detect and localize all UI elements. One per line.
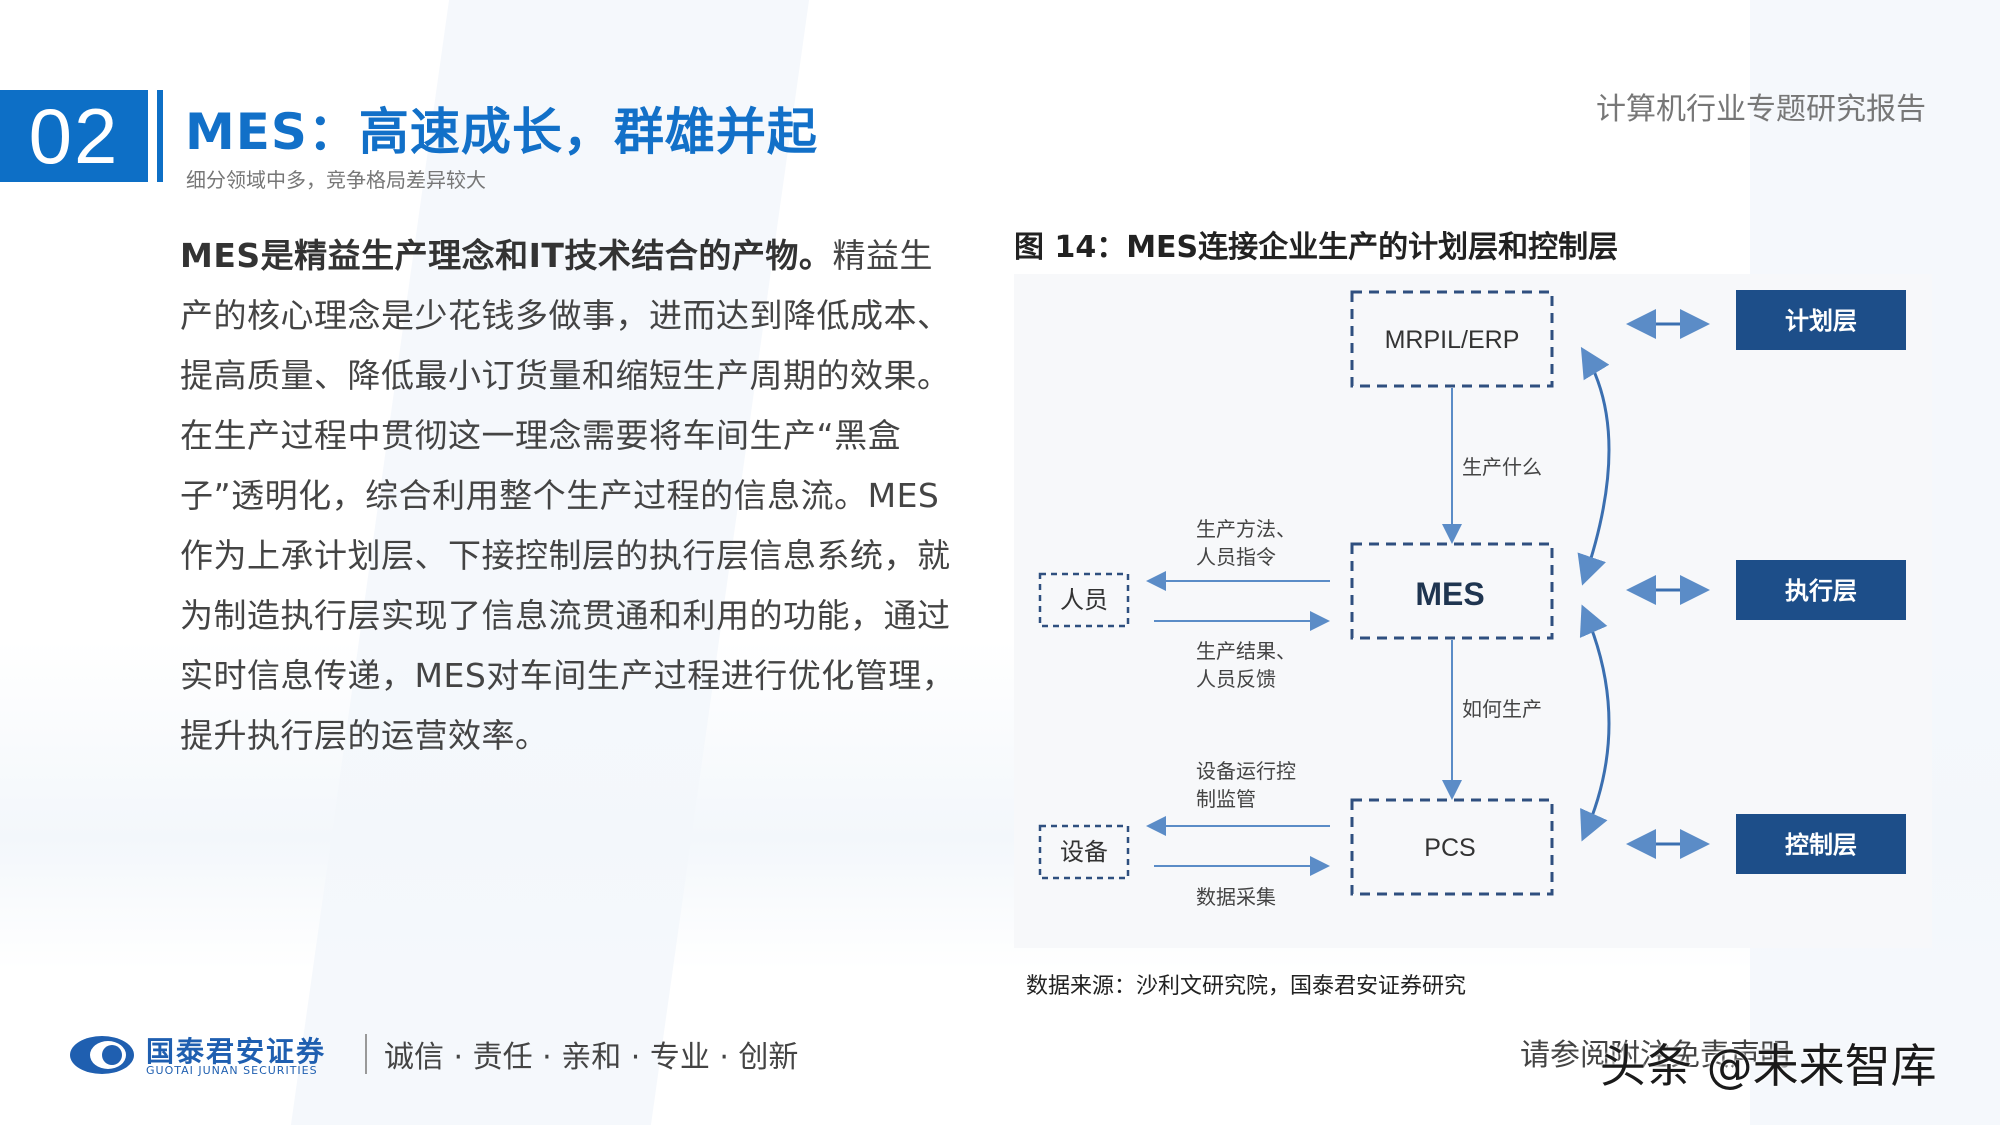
result-label-2: 人员反馈 bbox=[1196, 667, 1276, 691]
plan-layer-label: 计划层 bbox=[1785, 307, 1857, 335]
mes-box bbox=[1350, 542, 1554, 640]
body-paragraph: MES是精益生产理念和IT技术结合的产物。精益生产的核心理念是少花钱多做事，进而… bbox=[180, 226, 960, 766]
method-label-1: 生产方法、 bbox=[1196, 517, 1296, 541]
figure-title: 图 14：MES连接企业生产的计划层和控制层 bbox=[1014, 230, 1619, 265]
execute-layer-label: 执行层 bbox=[1785, 577, 1857, 605]
result-label-1: 生产结果、 bbox=[1196, 639, 1296, 663]
report-name: 计算机行业专题研究报告 bbox=[1596, 92, 1926, 127]
watermark: 头条 @未来智库 bbox=[1600, 1039, 1937, 1093]
section-divider bbox=[157, 90, 163, 182]
people-label: 人员 bbox=[1060, 586, 1108, 614]
bracket-lower bbox=[1579, 604, 1611, 842]
bracket-upper bbox=[1577, 346, 1611, 586]
section-number: 02 bbox=[0, 90, 148, 182]
body-lead: MES是精益生产理念和IT技术结合的产物。 bbox=[180, 236, 833, 275]
mes-diagram: MRPIL/ERP MES PCS 生产什么 如何生产 人员 生产方法、 人员指… bbox=[1014, 274, 1932, 948]
execute-layer-box bbox=[1736, 560, 1906, 620]
data-collect-label: 数据采集 bbox=[1196, 885, 1276, 909]
equip-ctrl-label-1: 设备运行控 bbox=[1196, 759, 1296, 783]
company-name: 国泰君安证券 bbox=[146, 1035, 327, 1068]
company-name-en: GUOTAI JUNAN SECURITIES bbox=[146, 1064, 318, 1077]
mes-label: MES bbox=[1415, 576, 1484, 612]
erp-box bbox=[1350, 290, 1554, 388]
people-box bbox=[1038, 572, 1130, 628]
equipment-box bbox=[1038, 824, 1130, 880]
plan-layer-box bbox=[1736, 290, 1906, 350]
how-to-produce-label: 如何生产 bbox=[1462, 697, 1542, 721]
equip-ctrl-label-2: 制监管 bbox=[1196, 787, 1256, 811]
pcs-box bbox=[1350, 798, 1554, 896]
footer-divider bbox=[365, 1034, 367, 1074]
control-layer-label: 控制层 bbox=[1785, 831, 1857, 859]
pcs-label: PCS bbox=[1424, 834, 1475, 862]
disclaimer-note: 请参阅附注免责声明 bbox=[1520, 1038, 1790, 1073]
body-text: 精益生产的核心理念是少花钱多做事，进而达到降低成本、提高质量、降低最小订货量和缩… bbox=[180, 236, 956, 755]
what-to-produce-label: 生产什么 bbox=[1462, 455, 1542, 479]
method-label-2: 人员指令 bbox=[1196, 545, 1276, 569]
erp-label: MRPIL/ERP bbox=[1385, 326, 1520, 354]
page-subtitle: 细分领域中多，竞争格局差异较大 bbox=[186, 168, 486, 192]
page-title: MES：高速成长，群雄并起 bbox=[185, 103, 818, 161]
figure-source: 数据来源：沙利文研究院，国泰君安证券研究 bbox=[1026, 974, 1467, 999]
company-motto: 诚信 · 责任 · 亲和 · 专业 · 创新 bbox=[384, 1040, 799, 1075]
company-logo-icon bbox=[70, 1036, 134, 1074]
equipment-label: 设备 bbox=[1060, 838, 1108, 866]
control-layer-box bbox=[1736, 814, 1906, 874]
